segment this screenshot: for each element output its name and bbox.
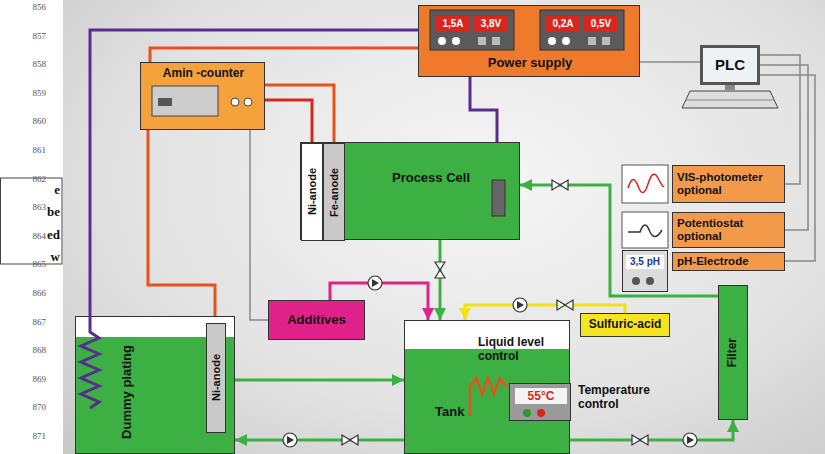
margin-fragment: w bbox=[18, 249, 60, 265]
additives-tank: Additives bbox=[268, 300, 365, 340]
temperature-controller: 55°CTemperature control bbox=[509, 383, 571, 421]
line-number: 860 bbox=[16, 116, 46, 126]
flow-line bbox=[640, 61, 700, 63]
line-number: 859 bbox=[16, 88, 46, 98]
instrument-label: Potentiostatoptional bbox=[672, 212, 785, 248]
flow-line bbox=[470, 77, 497, 142]
line-number: 857 bbox=[16, 31, 46, 41]
node-label: optional bbox=[677, 184, 722, 197]
node-label: Amin -counter bbox=[141, 67, 266, 81]
plc-monitor: PLC bbox=[700, 45, 760, 85]
instrument-label: VIS-photometeroptional bbox=[672, 165, 785, 203]
filter: Filter bbox=[718, 285, 748, 420]
flow-line bbox=[265, 100, 312, 143]
node-label: pH-Electrode bbox=[677, 255, 749, 268]
power-supply: 1,5A 3,8V 0,2A 0,5V Power supply bbox=[418, 5, 640, 77]
line-number: 866 bbox=[16, 288, 46, 298]
node-label: Additives bbox=[287, 313, 346, 328]
instrument-label: pH-Electrode bbox=[672, 252, 785, 271]
photometer-icon bbox=[622, 165, 668, 203]
margin-fragment: e bbox=[18, 182, 60, 198]
node-label: Tank bbox=[435, 405, 464, 420]
line-number: 863 bbox=[16, 202, 46, 212]
temperature-display: 55°C bbox=[515, 388, 567, 404]
node-label: Process Cell bbox=[371, 171, 491, 186]
line-number: 861 bbox=[16, 145, 46, 155]
plc-keyboard bbox=[682, 85, 778, 108]
ammeter-display: 0,2A bbox=[546, 16, 580, 31]
anode: Fe-anode bbox=[323, 143, 345, 241]
node-label: optional bbox=[677, 230, 722, 243]
line-number: 868 bbox=[16, 345, 46, 355]
flow-line bbox=[265, 85, 334, 143]
anode: Ni-anode bbox=[301, 143, 323, 241]
dummy-plating-tank: Dummy plating Ni-anode bbox=[75, 316, 235, 454]
node-label: Potentiostat bbox=[677, 217, 743, 230]
line-number: 864 bbox=[16, 231, 46, 241]
margin-box bbox=[1, 178, 63, 264]
flow-line bbox=[570, 420, 733, 440]
flow-line bbox=[235, 379, 404, 382]
acid-tank: Sulfuric-acid bbox=[580, 313, 670, 337]
controller-label: Temperature control bbox=[578, 384, 658, 412]
flow-line bbox=[148, 130, 215, 323]
line-number: 867 bbox=[16, 317, 46, 327]
process-cell: Process Cell Ni-anode Fe-anode bbox=[300, 142, 520, 240]
flow-line bbox=[439, 240, 442, 320]
node-label: 3,5 pH bbox=[626, 255, 664, 269]
node-label: VIS-photometer bbox=[677, 171, 763, 184]
line-number: 870 bbox=[16, 402, 46, 412]
line-number: 862 bbox=[16, 174, 46, 184]
flow-line bbox=[760, 65, 808, 230]
ph-display: 3,5 pH bbox=[622, 250, 668, 292]
flow-line bbox=[235, 439, 404, 442]
line-number: 858 bbox=[16, 59, 46, 69]
line-number: 856 bbox=[16, 2, 46, 12]
potentiostat-icon bbox=[622, 212, 668, 248]
flow-line bbox=[150, 48, 418, 62]
line-number: 865 bbox=[16, 259, 46, 269]
margin-fragment: ed bbox=[18, 227, 60, 243]
node-label: Filter bbox=[726, 338, 740, 367]
voltmeter-display: 0,5V bbox=[584, 16, 618, 31]
node-label: Sulfuric-acid bbox=[589, 318, 662, 332]
node-label: Ni-anode bbox=[210, 354, 223, 401]
line-number: 871 bbox=[16, 431, 46, 441]
flow-line bbox=[250, 130, 268, 320]
box-title: Power supply bbox=[419, 56, 641, 71]
amin-counter: Amin -counter bbox=[140, 62, 265, 130]
line-number: 869 bbox=[16, 374, 46, 384]
anode: Ni-anode bbox=[206, 323, 226, 433]
node-label: Fe-anode bbox=[328, 168, 341, 217]
node-label: PLC bbox=[715, 56, 745, 73]
annotation: Liquid level control bbox=[478, 336, 558, 364]
margin-fragment: be bbox=[18, 204, 60, 220]
ammeter-display: 1,5A bbox=[436, 16, 470, 31]
node-label: Ni-anode bbox=[306, 168, 319, 215]
voltmeter-display: 3,8V bbox=[474, 16, 508, 31]
node-label: Dummy plating bbox=[120, 345, 135, 439]
